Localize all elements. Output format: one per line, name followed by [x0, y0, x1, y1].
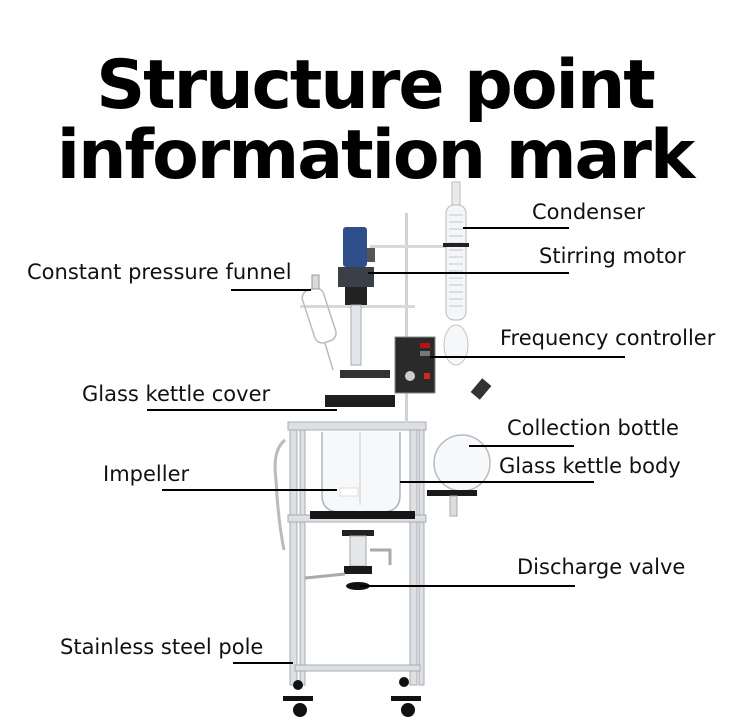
leader-line-collection-bottle	[469, 445, 574, 447]
label-glass-kettle-cover: Glass kettle cover	[82, 382, 271, 406]
leader-line-frequency-controller	[430, 356, 625, 358]
casters	[283, 677, 421, 717]
label-discharge-valve: Discharge valve	[517, 555, 686, 579]
label-condenser: Condenser	[532, 200, 645, 224]
leader-line-impeller	[162, 489, 337, 491]
discharge-valve	[304, 530, 392, 590]
title-line-2: information mark	[56, 116, 695, 195]
label-stainless-steel-pole: Stainless steel pole	[60, 635, 264, 659]
leader-line-steel-pole	[233, 662, 293, 664]
leader-line-kettle-cover	[147, 409, 337, 411]
hose	[273, 438, 287, 551]
title-line-1: Structure point	[96, 46, 656, 125]
kettle-cover	[325, 395, 395, 407]
stirring-motor	[338, 227, 375, 366]
glass-kettle-body	[321, 432, 401, 513]
leader-line-discharge-valve	[360, 585, 575, 587]
leader-line-kettle-body	[400, 481, 594, 483]
label-impeller: Impeller	[103, 462, 190, 486]
support-rod	[405, 213, 408, 423]
label-collection-bottle: Collection bottle	[507, 416, 679, 440]
leader-line-condenser	[463, 227, 569, 229]
label-frequency-controller: Frequency controller	[500, 326, 716, 350]
frequency-controller	[394, 336, 436, 394]
collection-bottle	[427, 378, 492, 517]
leader-line-stirring-motor	[368, 272, 569, 274]
condenser	[443, 181, 469, 366]
constant-pressure-funnel	[301, 287, 337, 371]
label-constant-pressure-funnel: Constant pressure funnel	[27, 260, 292, 284]
leader-line-funnel	[231, 289, 311, 291]
label-glass-kettle-body: Glass kettle body	[499, 454, 681, 478]
label-stirring-motor: Stirring motor	[539, 244, 686, 268]
